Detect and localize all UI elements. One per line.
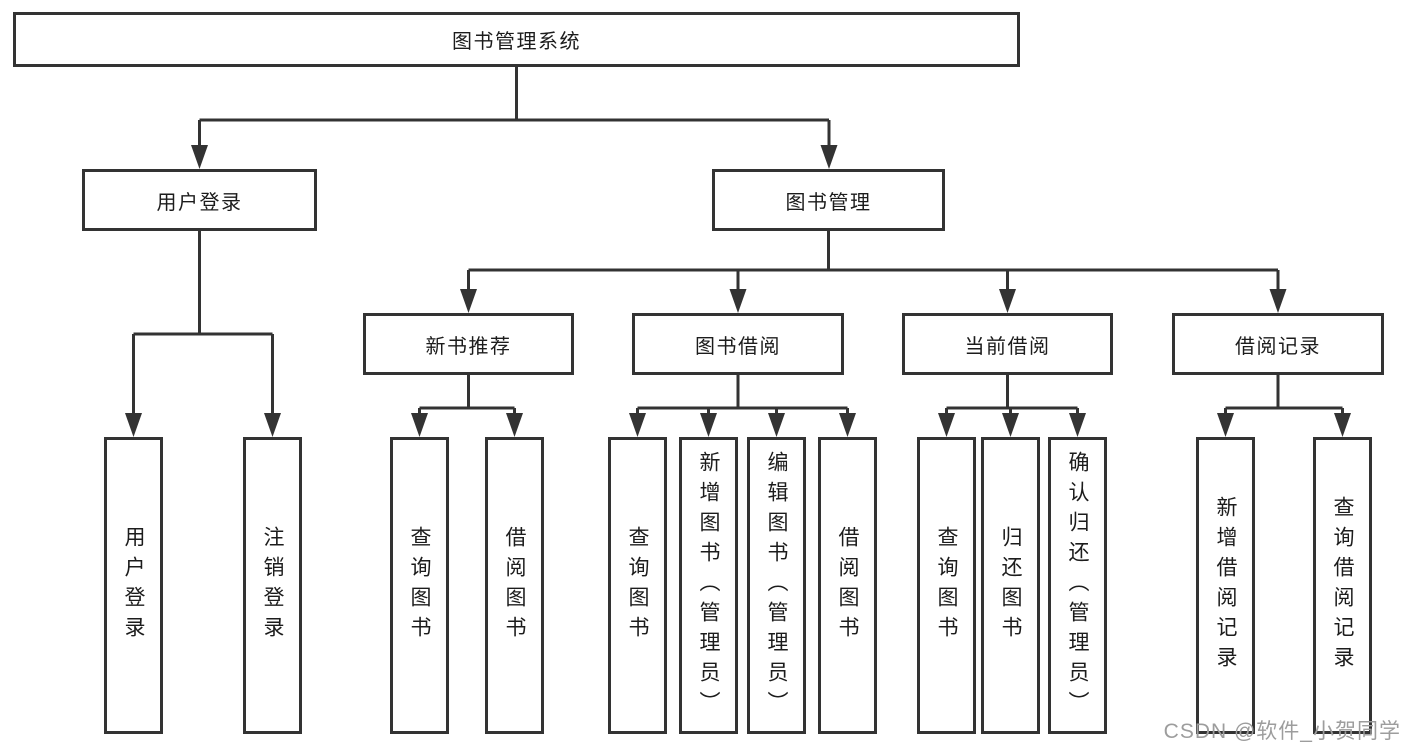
node-new-book-recommend: 新书推荐 bbox=[363, 313, 574, 375]
watermark: CSDN @软件_小贺同学 bbox=[1163, 720, 1401, 743]
leaf-add-book-admin: 新增图书（管理员） bbox=[679, 437, 738, 734]
leaf-query-borrow-record: 查询借阅记录 bbox=[1313, 437, 1372, 734]
leaf-return-book: 归还图书 bbox=[981, 437, 1040, 734]
node-book-management: 图书管理 bbox=[712, 169, 945, 231]
node-borrow-records: 借阅记录 bbox=[1172, 313, 1384, 375]
leaf-query-books-borrow: 查询图书 bbox=[608, 437, 667, 734]
node-current-borrow: 当前借阅 bbox=[902, 313, 1113, 375]
leaf-query-books-recommend: 查询图书 bbox=[390, 437, 449, 734]
node-library-system: 图书管理系统 bbox=[13, 12, 1020, 67]
node-user-login: 用户登录 bbox=[82, 169, 317, 231]
leaf-edit-book-admin: 编辑图书（管理员） bbox=[747, 437, 806, 734]
leaf-user-login: 用户登录 bbox=[104, 437, 163, 734]
leaf-confirm-return-admin: 确认归还（管理员） bbox=[1048, 437, 1107, 734]
leaf-add-borrow-record: 新增借阅记录 bbox=[1196, 437, 1255, 734]
leaf-query-books-current: 查询图书 bbox=[917, 437, 976, 734]
node-book-borrow: 图书借阅 bbox=[632, 313, 844, 375]
leaf-borrow-books: 借阅图书 bbox=[818, 437, 877, 734]
leaf-logout: 注销登录 bbox=[243, 437, 302, 734]
leaf-borrow-books-recommend: 借阅图书 bbox=[485, 437, 544, 734]
